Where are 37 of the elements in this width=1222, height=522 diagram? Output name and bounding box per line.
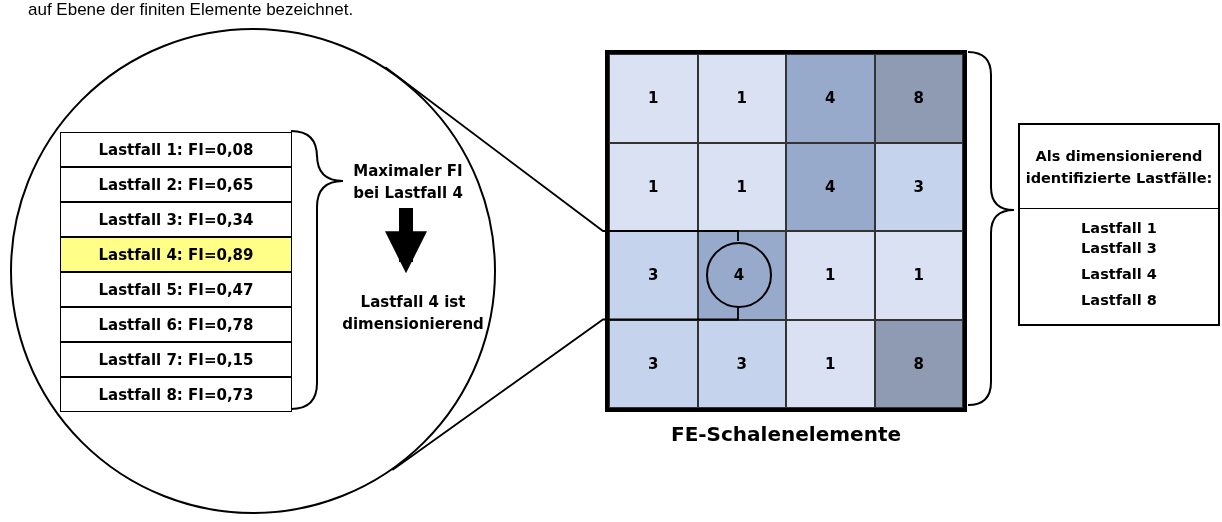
table-row: Lastfall 7: FI=0,15	[60, 342, 292, 377]
note-text: Maximaler FI bei Lastfall 4	[347, 154, 469, 210]
list-item: Lastfall 3	[1080, 239, 1158, 258]
element-cell	[697, 231, 786, 320]
list-item: Lastfall 8	[1080, 291, 1158, 310]
element-cell: 3	[609, 319, 698, 408]
element-cell: 8	[874, 54, 963, 143]
table-row: Lastfall 6: FI=0,78	[60, 307, 292, 342]
list-item: Lastfall 4	[1080, 265, 1158, 284]
grid-caption: FE-Schalenelemente	[670, 422, 902, 446]
caption-text: auf Ebene der finiten Elemente bezeichnet.	[28, 0, 354, 20]
element-cell: 4	[786, 142, 875, 231]
table-row: Lastfall 4: FI=0,89	[60, 237, 292, 272]
box-heading: Als dimensionierend identifizierte Lastfälle:	[1020, 125, 1218, 209]
table-row: Lastfall 2: FI=0,65	[60, 167, 292, 202]
element-cell: 1	[786, 231, 875, 320]
element-cell: 1	[786, 319, 875, 408]
block-arrow	[385, 208, 427, 274]
list-item: Lastfall 1	[1080, 219, 1158, 238]
table-row: Lastfall 1: FI=0,08	[60, 132, 292, 167]
element-cell: 8	[874, 319, 963, 408]
result-box	[1018, 123, 1220, 326]
table-row: Lastfall 5: FI=0,47	[60, 272, 292, 307]
element-cell: 4	[786, 54, 875, 143]
element-cell: 3	[697, 319, 786, 408]
element-cell: 3	[609, 231, 698, 320]
element-cell: 1	[697, 54, 786, 143]
zoom-line	[391, 306, 739, 471]
element-cell: 1	[874, 231, 963, 320]
element-cell: 1	[697, 142, 786, 231]
element-cell: 1	[609, 54, 698, 143]
table-row: Lastfall 3: FI=0,34	[60, 202, 292, 237]
zoom-circle: 4	[706, 242, 772, 308]
zoom-line	[384, 66, 739, 242]
element-cell: 3	[874, 142, 963, 231]
table-row: Lastfall 8: FI=0,73	[60, 377, 292, 412]
element-cell: 1	[609, 142, 698, 231]
